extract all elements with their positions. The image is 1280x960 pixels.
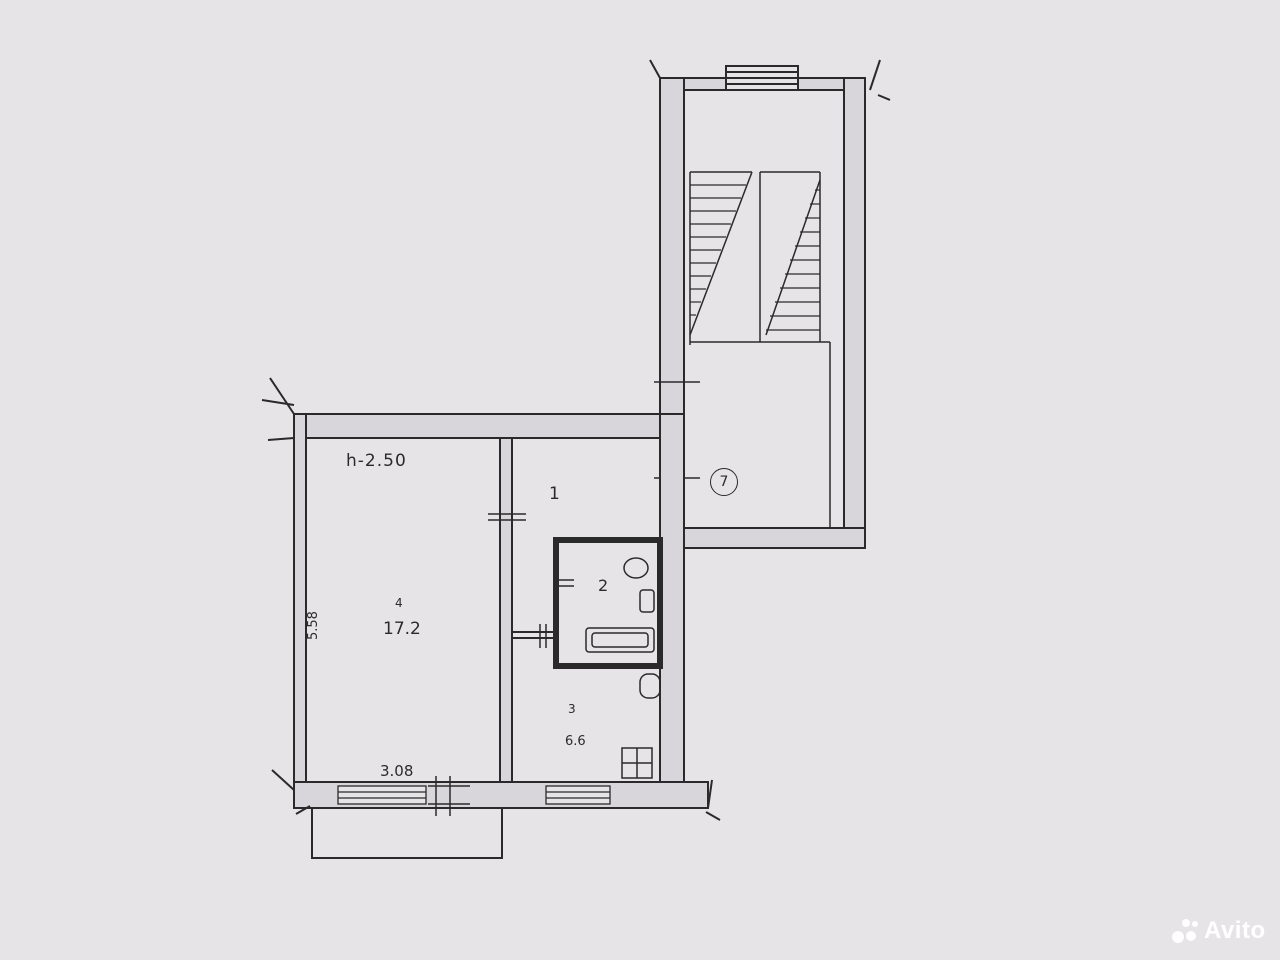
avito-logo-icon: [1172, 917, 1200, 945]
room-3-number: 3: [568, 702, 576, 716]
stairwell: [649, 59, 891, 549]
balcony-door: [428, 776, 470, 816]
stairwell-marker: 7: [710, 468, 738, 496]
kitchen-fixtures: [621, 673, 661, 779]
avito-watermark: Avito: [1172, 916, 1266, 946]
door-marks: [488, 513, 574, 648]
room-4-area: 17.2: [383, 619, 421, 639]
room-4-width-dimension: 3.08: [380, 762, 414, 780]
room-2-number: 2: [598, 576, 609, 595]
bathroom-fixtures: [585, 557, 655, 653]
ceiling-height-label: h-2.50: [346, 451, 407, 471]
staircase: [654, 171, 831, 528]
avito-wordmark: Avito: [1204, 917, 1266, 944]
room-1-number: 1: [549, 484, 560, 504]
apartment-walls: [261, 377, 721, 821]
room-3-area: 6.6: [565, 734, 586, 749]
windows: [337, 785, 611, 805]
balcony: [311, 807, 503, 859]
room-4-number: 4: [395, 596, 403, 610]
room-4-length-dimension: 5.58: [306, 611, 321, 640]
